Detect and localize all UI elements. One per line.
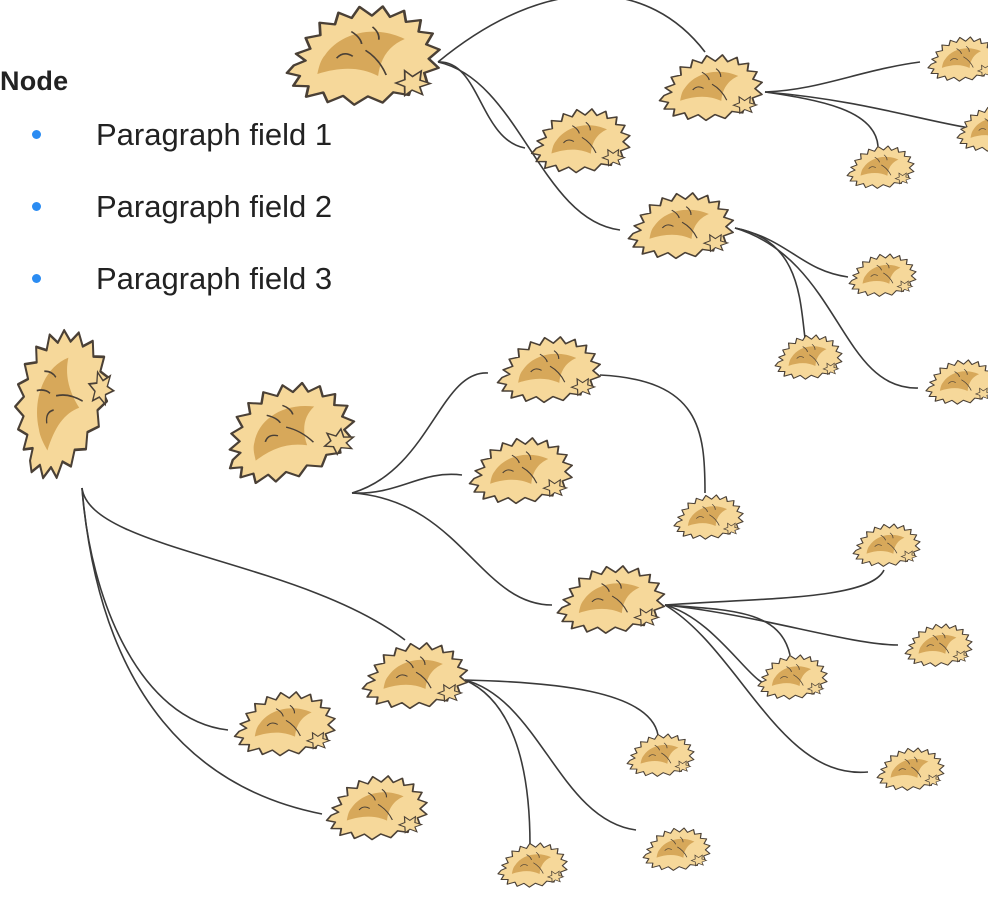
node-title: Node — [0, 66, 69, 96]
link — [764, 91, 879, 147]
seed-pod-icon — [769, 330, 847, 385]
link — [599, 374, 706, 494]
seed-pod-icon — [919, 355, 988, 410]
link — [351, 473, 463, 494]
tree-links — [81, 0, 971, 846]
seed-pod-icon — [951, 102, 988, 157]
seed-pod-icon — [523, 102, 637, 180]
bullet-icon — [32, 274, 41, 283]
node-panel: Node Paragraph field 1 Paragraph field 2… — [0, 66, 420, 331]
field-item: Paragraph field 1 — [0, 115, 420, 187]
link — [437, 0, 706, 63]
link — [464, 679, 659, 736]
seed-pod-icon — [353, 635, 475, 716]
seed-pod-icon — [899, 619, 977, 672]
seed-pod-icon — [751, 650, 833, 705]
link — [351, 492, 553, 606]
seed-pod-icon — [621, 729, 699, 782]
field-label: Paragraph field 2 — [96, 189, 333, 224]
seed-pod-icon — [637, 823, 715, 876]
seed-pod-icon — [491, 838, 573, 893]
seed-pod-icon — [460, 430, 580, 511]
seed-pod-icon — [847, 519, 925, 572]
field-label: Paragraph field 1 — [96, 117, 333, 152]
field-list: Paragraph field 1 Paragraph field 2 Para… — [0, 115, 420, 331]
seed-pod-icon — [197, 363, 374, 502]
field-item: Paragraph field 3 — [0, 259, 420, 331]
seed-pod-icon — [843, 249, 921, 302]
seed-pod-icon — [547, 558, 673, 641]
link — [351, 372, 489, 494]
field-item: Paragraph field 2 — [0, 187, 420, 259]
seed-pod-icon — [650, 47, 770, 128]
seed-pod-icon — [488, 329, 608, 410]
link — [664, 569, 885, 606]
link — [464, 679, 531, 846]
seed-pod-icon — [275, 0, 449, 115]
seed-pod-icon — [0, 303, 128, 502]
link — [437, 61, 621, 231]
link — [664, 604, 869, 773]
seed-pod-icon — [667, 490, 749, 545]
link — [464, 679, 637, 831]
bullet-icon — [32, 130, 41, 139]
link — [764, 91, 971, 129]
field-label: Paragraph field 3 — [96, 261, 333, 296]
link — [664, 604, 899, 646]
link — [437, 61, 526, 149]
seed-pod-icon — [225, 685, 343, 763]
seed-pod-icon — [317, 769, 435, 847]
seed-pod-icon — [921, 32, 988, 87]
link — [81, 487, 323, 815]
bullet-icon — [32, 202, 41, 211]
seed-pod-icon — [871, 743, 949, 796]
link — [734, 227, 919, 389]
link — [664, 604, 791, 656]
seed-pod-icon — [619, 185, 741, 266]
link — [764, 61, 921, 93]
link — [734, 227, 806, 339]
link — [81, 487, 406, 641]
seed-pod-icon — [841, 141, 919, 194]
